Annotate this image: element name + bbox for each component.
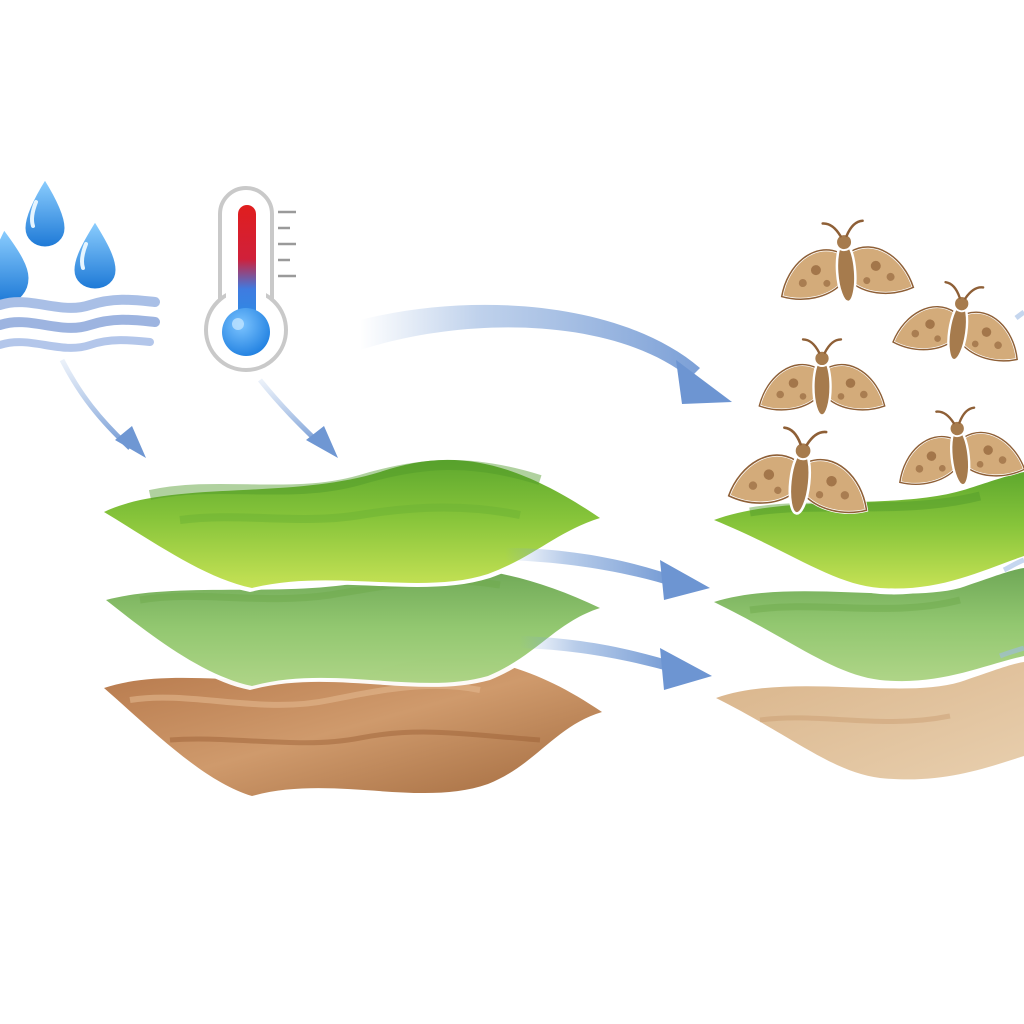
right-soil-layer: [710, 658, 1024, 786]
arrow-temperature-to-land: [258, 378, 338, 458]
arrow-grassland-transfer: [520, 636, 712, 690]
left-grassland-layer: [100, 566, 606, 690]
arrow-offscreen-right: [999, 310, 1024, 659]
water-waves-icon: [0, 294, 160, 352]
moth-swarm: [726, 219, 1024, 515]
moth-icon: [726, 426, 869, 515]
left-vegetation-layer: [98, 458, 606, 592]
water-drops-icon: [0, 175, 119, 306]
thermometer-icon: [204, 186, 296, 372]
arrow-water-to-land: [59, 358, 146, 458]
left-soil-layer: [96, 657, 606, 800]
arrow-vegetation-transfer: [505, 548, 710, 600]
left-layer-stack: [96, 458, 606, 800]
right-layer-stack: [708, 468, 1024, 786]
arrow-climate-to-moths: [360, 304, 732, 404]
right-grassland-layer: [708, 564, 1024, 686]
moth-icon: [779, 219, 916, 304]
moth-icon: [891, 281, 1019, 363]
moth-icon: [898, 406, 1024, 487]
moth-icon: [757, 338, 887, 417]
